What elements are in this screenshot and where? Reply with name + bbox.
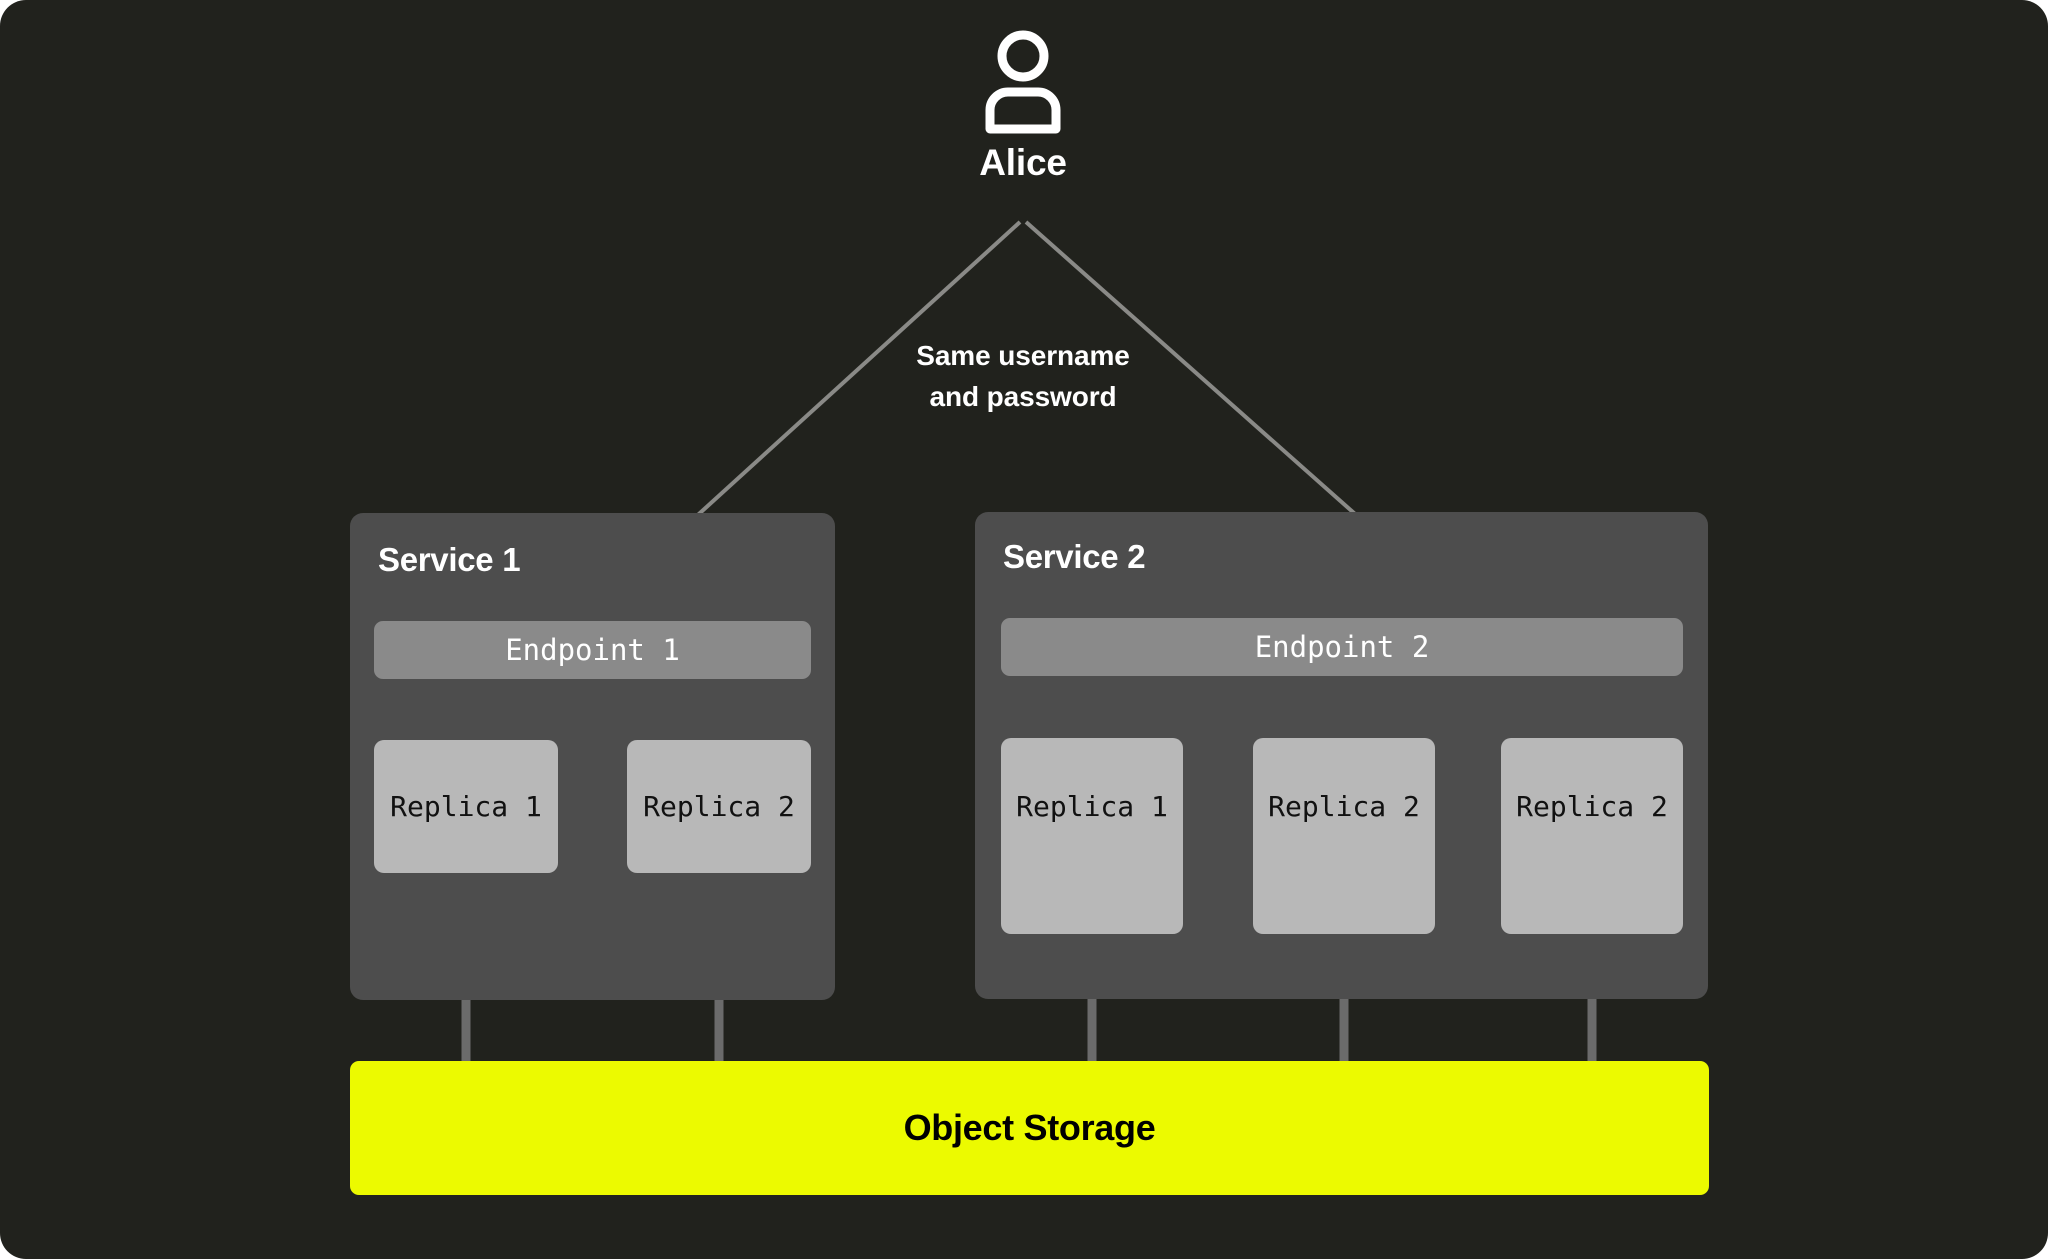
replica-service-2-item-2[interactable]: Replica 2: [1253, 738, 1435, 934]
actor-alice: Alice: [923, 28, 1123, 184]
service-1-title: Service 1: [378, 541, 521, 578]
edge-caption: Same username and password: [783, 335, 1263, 417]
user-icon: [985, 30, 1061, 134]
service-2-title: Service 2: [1003, 538, 1146, 575]
replica-service-2-item-3[interactable]: Replica 2: [1501, 738, 1683, 934]
replica-service-1-item-1[interactable]: Replica 1: [374, 740, 558, 873]
replica-service-1-item-2[interactable]: Replica 2: [627, 740, 811, 873]
edge-caption-line-2: and password: [929, 381, 1117, 412]
object-storage-bar[interactable]: Object Storage: [350, 1061, 1709, 1195]
service-panel-2: Service 2 Endpoint 2 Replica 1 Replica 2…: [975, 512, 1708, 999]
edge-caption-line-1: Same username: [916, 340, 1130, 371]
service-panel-1: Service 1 Endpoint 1 Replica 1 Replica 2: [350, 513, 835, 1000]
replica-service-2-item-1[interactable]: Replica 1: [1001, 738, 1183, 934]
endpoint-1[interactable]: Endpoint 1: [374, 621, 811, 679]
endpoint-2[interactable]: Endpoint 2: [1001, 618, 1683, 676]
actor-label: Alice: [979, 142, 1067, 183]
